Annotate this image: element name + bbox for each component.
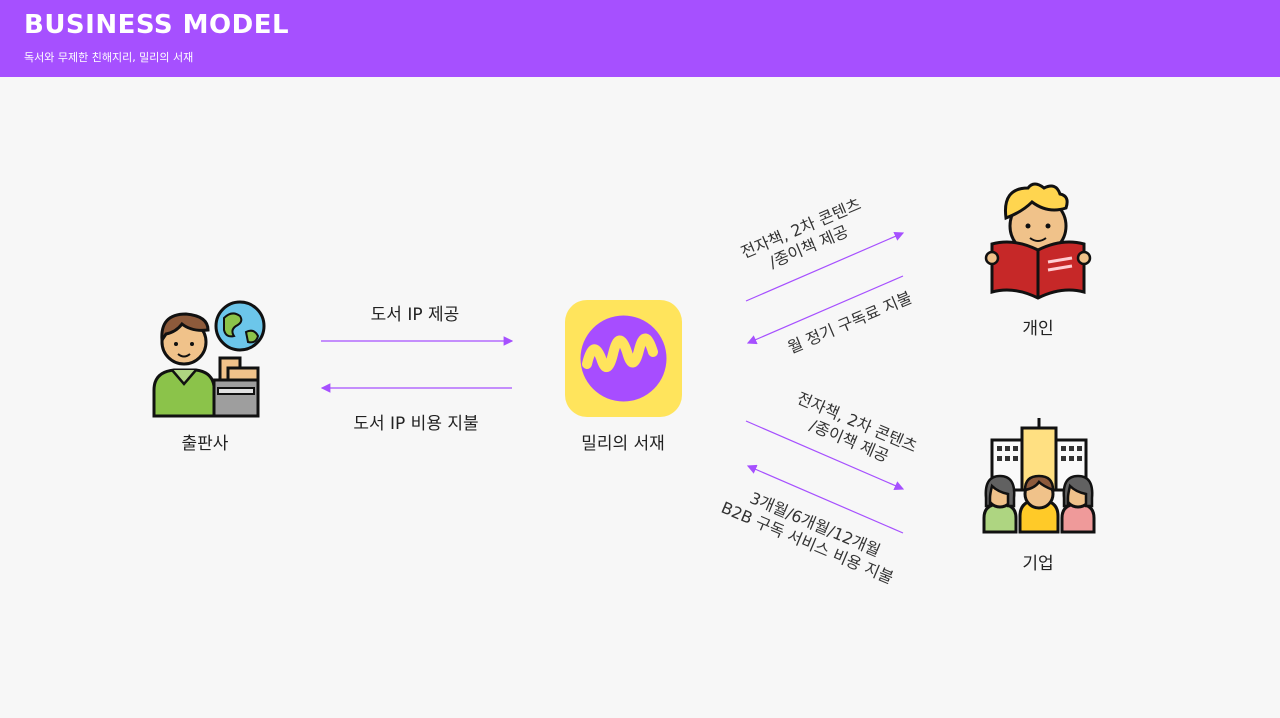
company-label: 기업 [1022,554,1054,574]
millie-logo-icon [565,300,682,417]
ip-provide-label: 도서 IP 제공 [370,305,460,325]
header-bar: BUSINESS MODEL 독서와 무제한 친해지리, 밀리의 서재 [0,0,1280,77]
page-subtitle: 독서와 무제한 친해지리, 밀리의 서재 [24,51,194,64]
individual-label: 개인 [1022,319,1054,339]
arrow-corp-content [745,420,905,491]
millie-label: 밀리의 서재 [581,434,665,454]
ip-fee-label: 도서 IP 비용 지불 [353,414,479,434]
arrow-ind-content [745,231,905,302]
company-building-icon [982,418,1096,534]
publisher-icon [152,300,266,418]
individual-reader-icon [984,182,1092,300]
publisher-label: 출판사 [181,434,229,454]
page-title: BUSINESS MODEL [24,10,290,40]
arrow-corp-fee [746,464,904,534]
arrow-ind-fee [746,275,904,345]
